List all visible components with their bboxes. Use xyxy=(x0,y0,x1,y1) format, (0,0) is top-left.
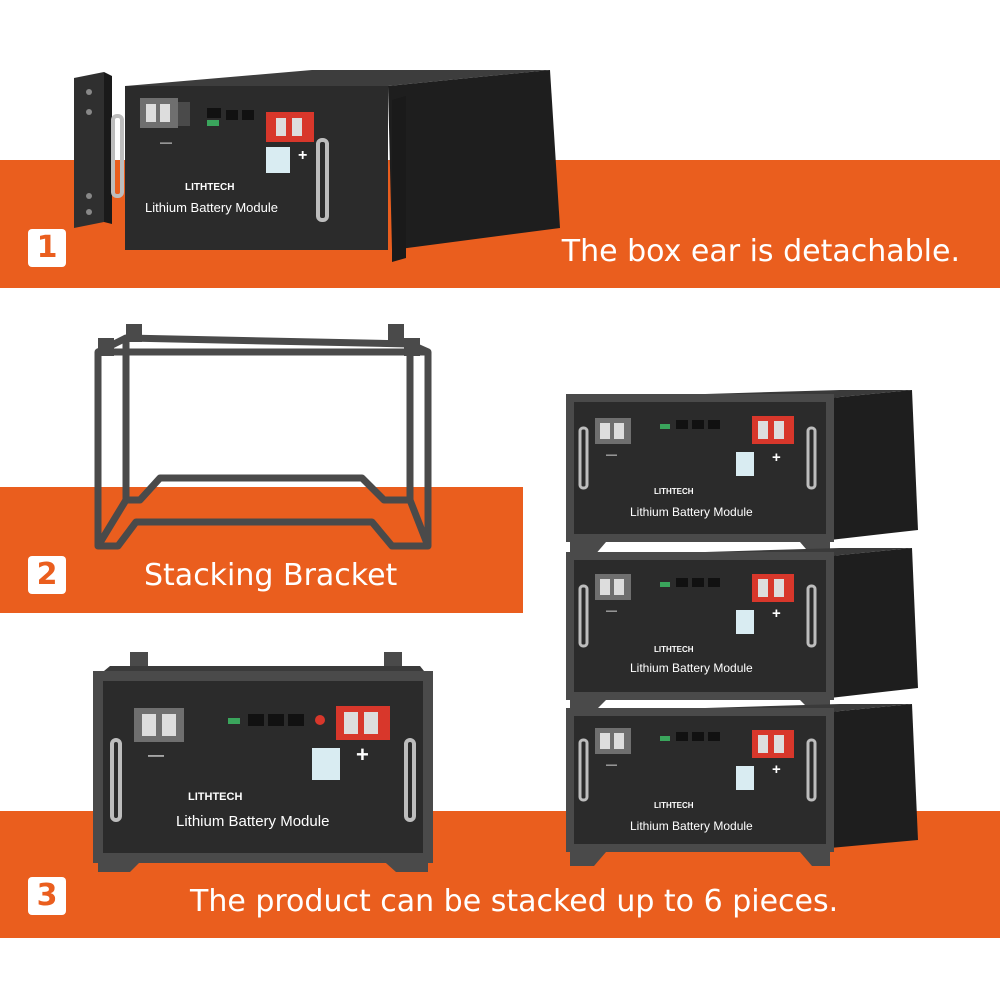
module-bottom-label: Lithium Battery Module xyxy=(630,819,753,833)
bracket-mount-tabs xyxy=(98,324,420,356)
stacked-module-top xyxy=(566,390,918,556)
module-bottom-positive-sign: + xyxy=(772,761,781,778)
module-top-positive-sign: + xyxy=(772,449,781,466)
stacked-module-middle xyxy=(566,548,918,712)
stacking-bracket xyxy=(94,334,432,550)
module-top-brand: LITHTECH xyxy=(654,487,694,496)
step-2-band xyxy=(0,487,523,613)
step-3-caption: The product can be stacked up to 6 piece… xyxy=(190,884,839,919)
module-single-label: Lithium Battery Module xyxy=(176,813,329,830)
step-2-number: 2 xyxy=(28,556,66,594)
step-2-caption: Stacking Bracket xyxy=(144,558,398,593)
stacked-module-bottom xyxy=(566,704,918,866)
detached-box-ear xyxy=(74,72,112,228)
step-1-battery-module xyxy=(111,70,560,262)
module-1-negative-sign: — xyxy=(160,135,172,149)
module-single-brand: LITHTECH xyxy=(188,791,242,803)
step-3-number: 3 xyxy=(28,877,66,915)
module-1-label: Lithium Battery Module xyxy=(145,200,278,215)
module-middle-negative-sign: — xyxy=(606,605,617,617)
module-middle-label: Lithium Battery Module xyxy=(630,661,753,675)
step-1-number: 1 xyxy=(28,229,66,267)
module-1-positive-sign: + xyxy=(298,147,307,164)
module-bottom-brand: LITHTECH xyxy=(654,801,694,810)
module-middle-positive-sign: + xyxy=(772,605,781,622)
step-3-single-module xyxy=(93,652,433,872)
module-middle-brand: LITHTECH xyxy=(654,645,694,654)
step-1-caption: The box ear is detachable. xyxy=(561,234,960,269)
module-single-negative-sign: — xyxy=(148,747,164,764)
module-single-positive-sign: + xyxy=(356,742,369,767)
stacked-modules xyxy=(566,390,918,866)
module-bottom-negative-sign: — xyxy=(606,759,617,771)
module-1-brand: LITHTECH xyxy=(185,182,234,193)
module-top-negative-sign: — xyxy=(606,449,617,461)
module-top-label: Lithium Battery Module xyxy=(630,505,753,519)
